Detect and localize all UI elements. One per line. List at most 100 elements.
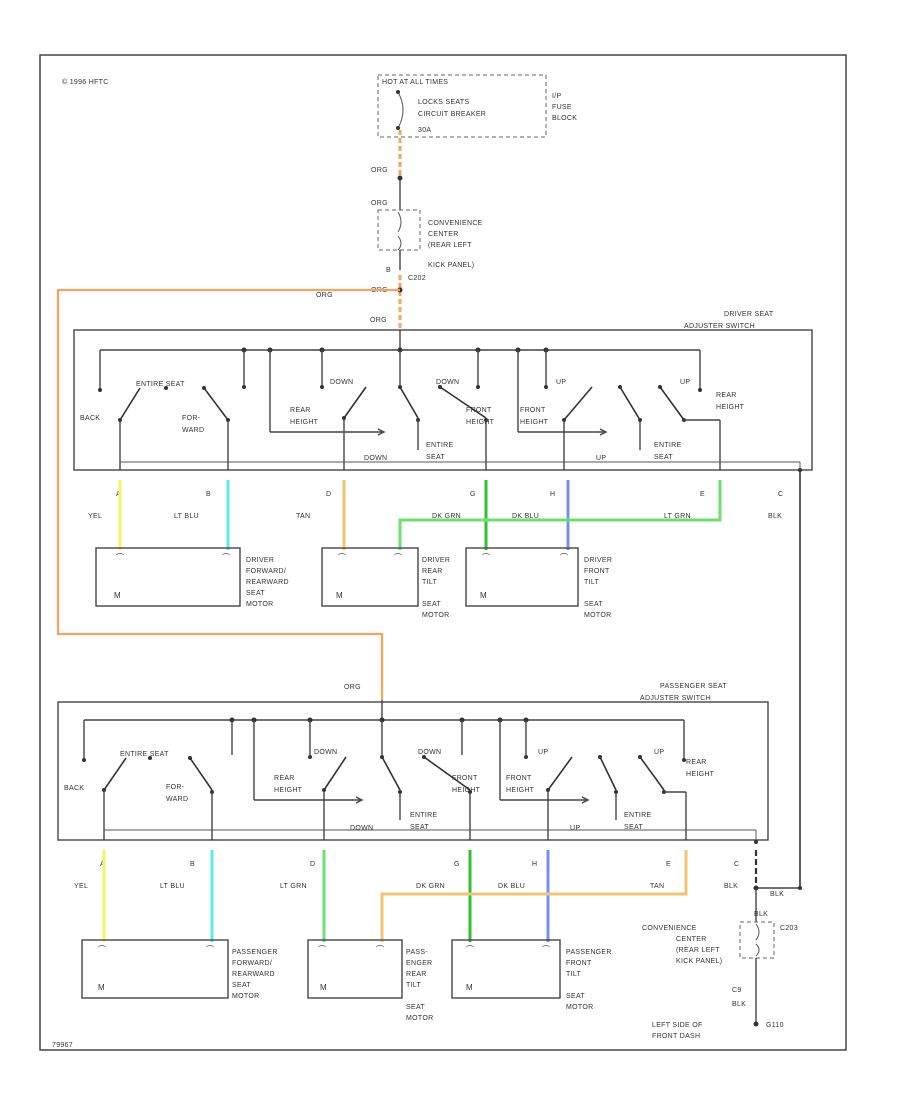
driver-down-label-3: DOWN [364, 455, 387, 462]
passenger-fwd-rwd-motor [81, 939, 229, 999]
passenger-down-label-1: DOWN [314, 749, 337, 756]
convenience-center-label-3: (REAR LEFT [428, 242, 472, 249]
passenger-front-height2-label-1: FRONT [506, 775, 532, 782]
passenger-rear-height-label-2: HEIGHT [274, 787, 303, 794]
org-wire-label-4: ORG [370, 317, 387, 324]
driver-entire-seat2-label-2: SEAT [654, 454, 673, 461]
driver-up-label-1: UP [556, 379, 566, 386]
passenger-switch-box [57, 701, 769, 841]
ground-blk-label-3: BLK [732, 1001, 746, 1008]
passenger-front-height-label-1: FRONT [452, 775, 478, 782]
driver-wire-ltblu-label: LT BLU [174, 513, 199, 520]
ground-cc-label-3: (REAR LEFT [676, 947, 720, 954]
driver-wire-dkgrn-label: DK GRN [432, 513, 461, 520]
driver-rear-height-label-2: HEIGHT [290, 419, 319, 426]
passenger-rear-height-label-1: REAR [274, 775, 295, 782]
passenger-rear-height-right-label-2: HEIGHT [686, 771, 715, 778]
driver-pin-c: C [778, 491, 783, 498]
driver-forward-label-2: WARD [182, 427, 204, 434]
driver-switch-title-2: ADJUSTER SWITCH [684, 323, 755, 330]
passenger-wire-dkgrn-label: DK GRN [416, 883, 445, 890]
passenger-up-label-3: UP [570, 825, 580, 832]
driver-forward-label-1: FOR- [182, 415, 201, 422]
pin-b-label: B [386, 267, 391, 274]
driver-pin-a: A [116, 491, 121, 498]
ground-c9-label: C9 [732, 987, 742, 994]
driver-back-label: BACK [80, 415, 100, 422]
convenience-center-label-1: CONVENIENCE [428, 220, 483, 227]
driver-entire-seat-label-1: ENTIRE [426, 442, 453, 449]
driver-motor-1-label-1: DRIVER [246, 557, 274, 564]
passenger-motor-1-label-1: PASSENGER [232, 949, 278, 956]
circuit-breaker-symbol [397, 91, 404, 129]
ground-location-label-2: FRONT DASH [652, 1033, 700, 1040]
driver-motor-3-label-4: SEAT [584, 601, 603, 608]
svg-text:⌒: ⌒ [376, 945, 384, 954]
driver-motor-1-symbol: M [114, 591, 121, 600]
passenger-motor-3-label-1: PASSENGER [566, 949, 612, 956]
connector-c202-label: C202 [408, 275, 426, 282]
driver-motor-2-label-3: TILT [422, 579, 437, 586]
passenger-wires: A B D G H E C YEL LT BLU LT GRN DK GRN D… [74, 850, 758, 942]
driver-entire-seat2-label-1: ENTIRE [654, 442, 681, 449]
svg-text:⌒: ⌒ [542, 945, 550, 954]
driver-entire-seat-label-2: SEAT [426, 454, 445, 461]
breaker-label-1: LOCKS SEATS [418, 99, 469, 106]
driver-up-label-2: UP [680, 379, 690, 386]
fuse-block-label-1: I/P [552, 93, 561, 100]
ground-c203-label: C203 [780, 925, 798, 932]
driver-pin-b: B [206, 491, 211, 498]
svg-text:⌒: ⌒ [318, 945, 326, 954]
convenience-center-bottom-box [739, 921, 775, 959]
driver-wire-ltgrn [398, 480, 722, 550]
passenger-motor-2-label-6: MOTOR [406, 1015, 433, 1022]
passenger-motor-2-label-1: PASS- [406, 949, 428, 956]
driver-pin-g: G [470, 491, 476, 498]
figure-id-label: 79967 [52, 1042, 73, 1049]
driver-rear-height-right-label-1: REAR [716, 392, 737, 399]
driver-motor-2-symbol: M [336, 591, 343, 600]
driver-wire-blk-label: BLK [768, 513, 782, 520]
passenger-motor-1-symbol: M [98, 983, 105, 992]
driver-wires: A B D G H E C YEL LT BLU TAN DK GRN DK B… [88, 470, 801, 888]
svg-text:⌒: ⌒ [98, 945, 106, 954]
ground-circuit: BLK BLK CONVENIENCE CENTER (REAR LEFT KI… [642, 885, 802, 1040]
passenger-entire-seat-label-2: SEAT [410, 824, 429, 831]
passenger-motor-1-label-2: FORWARD/ [232, 960, 272, 967]
passenger-front-height-label-2: HEIGHT [452, 787, 481, 794]
org-wire-label-2: ORG [371, 200, 388, 207]
driver-switch-title-1: DRIVER SEAT [724, 311, 774, 318]
passenger-forward-label-1: FOR- [166, 784, 185, 791]
driver-motor-3-label-5: MOTOR [584, 612, 611, 619]
org-wire-passenger-branch [56, 288, 400, 700]
org-wire-run-label: ORG [316, 292, 333, 299]
passenger-motor-1-label-5: MOTOR [232, 993, 259, 1000]
driver-rear-tilt-motor [321, 547, 419, 607]
driver-fwd-rwd-motor [95, 547, 241, 607]
passenger-rear-tilt-motor [307, 939, 403, 999]
passenger-pin-e: E [666, 861, 671, 868]
driver-down-label-2: DOWN [436, 379, 459, 386]
ground-id-label: G110 [766, 1022, 784, 1029]
passenger-motor-3-label-2: FRONT [566, 960, 592, 967]
ground-cc-label-4: KICK PANEL) [676, 958, 722, 965]
passenger-motor-1-label-4: SEAT [232, 982, 251, 989]
passenger-pin-c: C [734, 861, 739, 868]
passenger-org-wire-label: ORG [344, 684, 361, 691]
passenger-wire-dkblu-label: DK BLU [498, 883, 525, 890]
breaker-label-3: 30A [418, 127, 431, 134]
passenger-motor-2-label-5: SEAT [406, 1004, 425, 1011]
passenger-pin-d: D [310, 861, 315, 868]
driver-front-height2-label-1: FRONT [520, 407, 546, 414]
driver-motor-3-label-1: DRIVER [584, 557, 612, 564]
breaker-label-2: CIRCUIT BREAKER [418, 111, 486, 118]
copyright-label: © 1996 HFTC [62, 78, 109, 86]
passenger-entire-seat2-label-2: SEAT [624, 824, 643, 831]
driver-switch-box [73, 329, 813, 471]
driver-pin-d: D [326, 491, 331, 498]
driver-front-height2-label-2: HEIGHT [520, 419, 549, 426]
driver-motor-1-label-3: REARWARD [246, 579, 289, 586]
passenger-entire-seat2-label-1: ENTIRE [624, 812, 651, 819]
passenger-up-label-2: UP [654, 749, 664, 756]
driver-wire-ltgrn-label: LT GRN [664, 513, 691, 520]
